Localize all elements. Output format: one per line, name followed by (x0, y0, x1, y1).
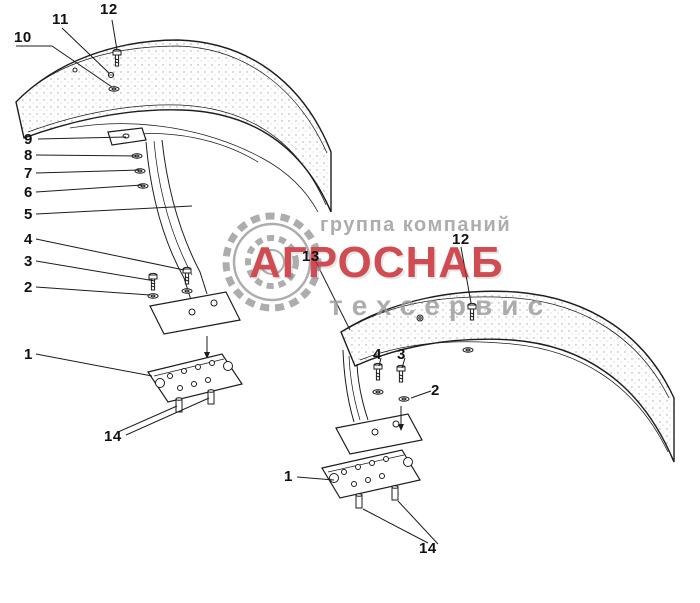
support-stand-13 (342, 349, 355, 423)
callout-left-7: 7 (24, 165, 33, 182)
callout-right-4: 4 (373, 346, 382, 363)
callout-left-8: 8 (24, 147, 33, 164)
mounting-plate-1-right (321, 449, 421, 509)
callout-right-13: 13 (302, 248, 320, 265)
callout-left-4: 4 (24, 231, 33, 248)
callout-left-5: 5 (24, 206, 33, 223)
fender-hole (72, 67, 78, 73)
left-fender-assembly (15, 39, 332, 413)
bolt-4 (182, 266, 192, 285)
right-fender-texture (341, 291, 674, 462)
callout-right-12: 12 (452, 231, 470, 248)
washer-7 (134, 168, 146, 174)
callout-left-6: 6 (24, 184, 33, 201)
bolt-3-right (396, 364, 406, 383)
peg-14 (391, 485, 399, 501)
washer-10 (108, 86, 120, 92)
peg-14 (355, 493, 363, 509)
washer (181, 288, 193, 294)
callout-left-1: 1 (24, 346, 33, 363)
callout-left-11: 11 (52, 11, 69, 28)
down-arrow-icon (204, 352, 210, 359)
callout-left-9: 9 (24, 131, 33, 148)
washer-2-right (398, 396, 410, 402)
callout-right-14: 14 (419, 540, 437, 557)
washer-2 (147, 293, 159, 299)
callout-left-14: 14 (104, 428, 122, 445)
callout-right-3: 3 (397, 346, 406, 363)
callout-left-3: 3 (24, 253, 33, 270)
callout-left-2: 2 (24, 279, 33, 296)
stand-foot-plate-right (335, 413, 423, 455)
washer (372, 389, 384, 395)
callout-left-12: 12 (100, 1, 118, 18)
support-stand-5 (145, 141, 192, 301)
down-arrow-icon (398, 424, 404, 431)
left-fender-texture (16, 40, 331, 212)
callout-right-1: 1 (284, 468, 293, 485)
bolt-3 (148, 272, 158, 291)
peg-14 (207, 389, 215, 405)
right-fender-assembly (321, 290, 675, 509)
nut-6 (137, 183, 149, 189)
peg-14 (175, 397, 183, 413)
washer (462, 347, 474, 353)
callout-leader-lines (16, 19, 472, 545)
mounting-plate-1 (147, 353, 243, 413)
callout-right-2: 2 (431, 382, 440, 399)
bolt-4-right (373, 362, 383, 381)
callout-left-10: 10 (14, 29, 32, 46)
